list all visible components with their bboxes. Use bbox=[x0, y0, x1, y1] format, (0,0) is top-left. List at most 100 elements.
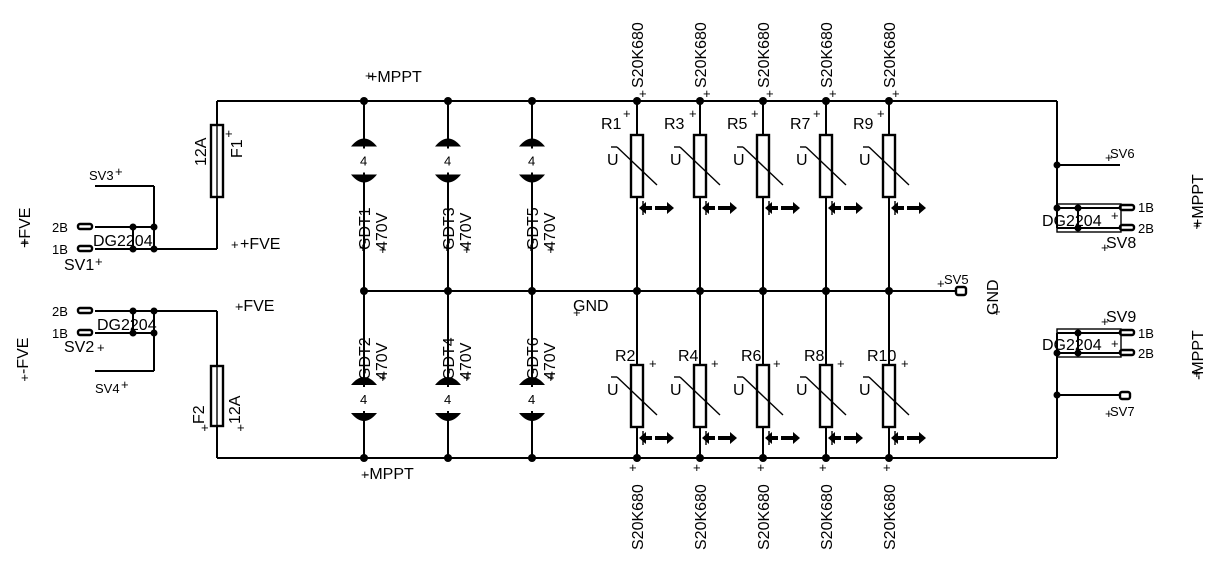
net-label-mppt-pos-right: +MPPT bbox=[1190, 174, 1207, 228]
junction-dot bbox=[633, 97, 641, 105]
pin-left-1b-bottom bbox=[76, 328, 94, 337]
origin-marker: + bbox=[766, 86, 774, 101]
origin-marker: + bbox=[379, 370, 387, 385]
connector-pin-2b-left-bottom: 2B bbox=[52, 304, 68, 319]
origin-marker: + bbox=[97, 340, 105, 355]
varistor-r9-value: S20K680 bbox=[882, 22, 899, 88]
varistor-r10-arrow-right bbox=[907, 432, 926, 444]
net-label-mppt-neg-right: -MPPT bbox=[1190, 330, 1207, 380]
connector-sv4: SV4 bbox=[95, 381, 120, 396]
varistor-r9-arrow-left bbox=[891, 202, 904, 214]
gdt-gdt1-electrode-bottom bbox=[351, 174, 377, 183]
origin-marker: + bbox=[361, 467, 369, 482]
junction-dot bbox=[759, 287, 767, 295]
connector-pin-1b-right-bottom: 1B bbox=[1138, 326, 1154, 341]
gdt-gdt1-value: 470V bbox=[374, 212, 391, 250]
origin-marker: + bbox=[829, 86, 837, 101]
varistor-r8-slash bbox=[805, 376, 847, 416]
junction-dot bbox=[150, 307, 158, 315]
net-label-mppt-neg-bottom: -MPPT bbox=[364, 466, 414, 483]
junction-dot bbox=[1074, 224, 1082, 232]
origin-marker: + bbox=[751, 106, 759, 121]
varistor-r9-slash bbox=[868, 146, 910, 186]
junction-dot bbox=[1074, 329, 1082, 337]
origin-marker: + bbox=[837, 356, 845, 371]
terminal-block-right-bottom bbox=[1056, 328, 1122, 358]
varistor-r7-u-mark: U bbox=[796, 152, 808, 169]
connector-type-right-top: DG2204 bbox=[1042, 213, 1102, 230]
junction-dot bbox=[1053, 349, 1061, 357]
fuse-f1-value: 12A bbox=[193, 137, 210, 166]
fuse-f1-ref: F1 bbox=[229, 139, 246, 158]
varistor-r9-u-mark: U bbox=[859, 152, 871, 169]
pin-left-1b-top bbox=[76, 244, 94, 253]
junction-dot bbox=[885, 287, 893, 295]
origin-marker: + bbox=[547, 242, 555, 257]
gdt-gdt6-gap-mark: 4 bbox=[528, 392, 535, 407]
origin-marker: + bbox=[121, 377, 129, 392]
varistor-r6-arrow-left bbox=[765, 432, 778, 444]
junction-dot bbox=[885, 97, 893, 105]
varistor-r5-slash bbox=[742, 146, 784, 186]
varistor-r8-value: S20K680 bbox=[819, 484, 836, 550]
origin-marker: + bbox=[237, 420, 245, 435]
origin-marker: + bbox=[1101, 240, 1109, 255]
pin-right-1b-bottom bbox=[1118, 328, 1136, 337]
varistor-r10-ref: R10 bbox=[867, 348, 896, 365]
origin-marker: + bbox=[115, 164, 123, 179]
gdt-gdt4-ref: GDT4 bbox=[441, 337, 458, 380]
varistor-r5-arrow-left bbox=[765, 202, 778, 214]
junction-dot bbox=[444, 287, 452, 295]
origin-marker: + bbox=[235, 299, 243, 314]
varistor-r6-slash bbox=[742, 376, 784, 416]
connector-sv3: SV3 bbox=[89, 168, 114, 183]
connector-sv8: SV8 bbox=[1106, 235, 1136, 252]
varistor-r1-value: S20K680 bbox=[630, 22, 647, 88]
junction-dot bbox=[1053, 161, 1061, 169]
junction-dot bbox=[759, 454, 767, 462]
varistor-r5-value: S20K680 bbox=[756, 22, 773, 88]
junction-dot bbox=[1074, 349, 1082, 357]
varistor-r4-arrow-left bbox=[702, 432, 715, 444]
connector-type-left-bottom: DG2204 bbox=[97, 317, 157, 334]
connector-pin-2b-right-top: 2B bbox=[1138, 221, 1154, 236]
junction-dot bbox=[696, 454, 704, 462]
connector-pin-2b-right-bottom: 2B bbox=[1138, 346, 1154, 361]
gdt-gdt3: 4 bbox=[435, 101, 461, 220]
varistor-r6-value: S20K680 bbox=[756, 484, 773, 550]
origin-marker: + bbox=[711, 356, 719, 371]
origin-marker: + bbox=[527, 240, 535, 255]
gdt-gdt5-electrode-top bbox=[519, 138, 545, 147]
gdt-gdt5-value: 470V bbox=[542, 212, 559, 250]
varistor-r5-u-mark: U bbox=[733, 152, 745, 169]
origin-marker: + bbox=[1111, 336, 1119, 351]
gdt-gdt4-electrode-top bbox=[435, 377, 461, 385]
pin-right-2b-bottom bbox=[1118, 348, 1136, 357]
junction-dot bbox=[822, 97, 830, 105]
varistor-r6-arrow-right bbox=[781, 432, 800, 444]
varistor-r2-u-mark: U bbox=[607, 382, 619, 399]
connector-type-right-bottom: DG2204 bbox=[1042, 337, 1102, 354]
gdt-gdt2-electrode-bottom bbox=[351, 413, 377, 421]
varistor-r5-ref: R5 bbox=[727, 116, 748, 133]
varistor-r3-arrow-left bbox=[702, 202, 715, 214]
gdt-gdt1-gap-mark: 4 bbox=[360, 154, 367, 169]
pin-sv5 bbox=[954, 285, 968, 297]
origin-marker: + bbox=[379, 242, 387, 257]
origin-marker: + bbox=[1105, 406, 1113, 421]
varistor-r8-u-mark: U bbox=[796, 382, 808, 399]
varistor-r2-arrow-left bbox=[639, 432, 652, 444]
varistor-r3-arrow-right bbox=[718, 202, 737, 214]
junction-dot bbox=[633, 454, 641, 462]
fuse-f1: 12A F1 bbox=[193, 123, 246, 199]
gdt-gdt3-gap-mark: 4 bbox=[444, 154, 451, 169]
junction-dot bbox=[150, 245, 158, 253]
origin-marker: + bbox=[757, 460, 765, 475]
fuse-f2-ref: F2 bbox=[191, 405, 208, 424]
junction-dot bbox=[444, 454, 452, 462]
gdt-gdt5: 4 bbox=[519, 101, 545, 220]
